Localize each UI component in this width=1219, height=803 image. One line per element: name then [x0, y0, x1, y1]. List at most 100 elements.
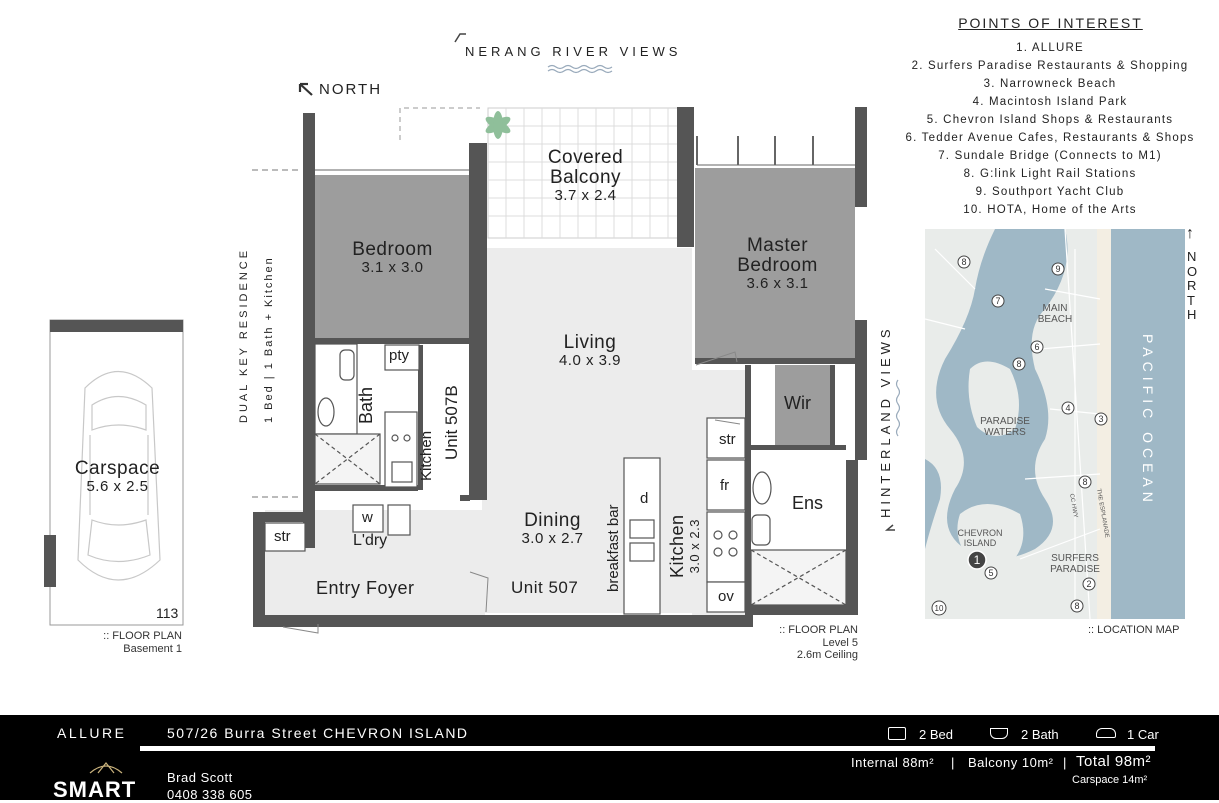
oven-label: ov: [718, 588, 734, 605]
dining-dim: 3.0 x 2.7: [521, 529, 584, 547]
map-marker: 2: [1086, 579, 1091, 589]
unit507-label: Unit 507: [511, 578, 579, 597]
map-marker: 4: [1065, 403, 1070, 413]
poi-list: 1. ALLURE 2. Surfers Paradise Restaurant…: [900, 39, 1200, 219]
bath-icon: [990, 728, 1008, 739]
map-marker: 6: [1034, 342, 1039, 352]
carspace-name: Carspace: [74, 458, 161, 479]
poi-item: 1. ALLURE: [1016, 42, 1084, 54]
north-arrow-icon: [298, 82, 313, 96]
footer-internal: Internal 88m²: [851, 755, 935, 770]
nerang-river-views: NERANG RIVER VIEWS: [465, 44, 682, 59]
map-marker: 3: [1098, 414, 1103, 424]
plant-icon: [485, 111, 511, 139]
poi-title: POINTS OF INTEREST: [958, 15, 1143, 31]
footer-cars: 1 Car: [1127, 727, 1159, 742]
map-marker: 9: [1055, 264, 1060, 274]
footer-carspace: Carspace 14m²: [1072, 774, 1148, 786]
map-label-ocean: PACIFIC OCEAN: [1140, 334, 1156, 507]
residence-detail: 1 Bed | 1 Bath + Kitchen: [263, 256, 275, 423]
kitchen-dim: 3.0 x 2.3: [686, 519, 702, 574]
footer-brand: ALLURE: [57, 725, 127, 741]
kitchen-name: Kitchen: [667, 514, 687, 578]
living-name: Living: [563, 332, 617, 353]
map-marker: 10: [935, 604, 944, 613]
footer-balcony: Balcony 10m²: [968, 755, 1054, 770]
washer-label: w: [362, 509, 373, 526]
bath-label: Bath: [356, 386, 376, 424]
map-marker: 8: [1082, 477, 1087, 487]
ens-label: Ens: [792, 493, 824, 513]
living-dim: 4.0 x 3.9: [558, 351, 622, 369]
bedroom-name: Bedroom: [352, 239, 433, 260]
entry-label: Entry Foyer: [316, 578, 415, 598]
footer-divider: [140, 746, 1155, 751]
footer-beds: 2 Bed: [919, 727, 953, 742]
dishwasher-label: d: [640, 490, 649, 507]
dining-name: Dining: [524, 510, 581, 531]
poi-item: 5. Chevron Island Shops & Restaurants: [926, 114, 1174, 126]
master-name: Master Bedroom: [737, 235, 818, 276]
logo-text: SMART: [53, 777, 137, 802]
pantry-label: pty: [389, 347, 410, 364]
storage-label-entry: str: [274, 528, 291, 545]
north-label: NORTH: [319, 81, 383, 98]
footer-address: 507/26 Burra Street CHEVRON ISLAND: [167, 725, 469, 741]
poi-item: 9. Southport Yacht Club: [975, 186, 1125, 198]
carspace-number: 113: [156, 605, 179, 621]
wir-label: Wir: [784, 393, 811, 413]
poi-item: 6. Tedder Avenue Cafes, Restaurants & Sh…: [905, 132, 1195, 144]
car-icon: [77, 370, 161, 581]
floorplan-caption: :: FLOOR PLAN Level 5 2.6m Ceiling: [779, 624, 858, 662]
footer-baths: 2 Bath: [1021, 727, 1059, 742]
walls: [253, 107, 867, 627]
fridge-label: fr: [720, 477, 730, 494]
balcony-name: Covered Balcony: [547, 147, 624, 188]
floor-plan: [44, 33, 900, 634]
wave-icon: [547, 64, 613, 74]
wir-floor: [775, 365, 832, 447]
poi-item: 8. G:link Light Rail Stations: [963, 168, 1137, 180]
logo-icon: [88, 757, 124, 779]
poi-item: 3. Narrowneck Beach: [983, 78, 1117, 90]
map-north-label: NORTH: [1187, 249, 1198, 322]
map-marker: 8: [1074, 601, 1079, 611]
map-marker: 1: [974, 553, 981, 567]
agent-phone[interactable]: 0408 338 605: [167, 787, 253, 802]
basement-caption: :: FLOOR PLAN Basement 1: [103, 630, 182, 655]
poi-item: 2. Surfers Paradise Restaurants & Shoppi…: [911, 60, 1189, 72]
footer-sep: |: [1063, 755, 1067, 770]
carspace: [44, 319, 184, 626]
residence-type: DUAL KEY RESIDENCE: [238, 247, 250, 423]
poi-item: 7. Sundale Bridge (Connects to M1): [938, 150, 1162, 162]
map-marker: 5: [988, 568, 993, 578]
hinterland-views: HINTERLAND VIEWS: [878, 325, 893, 518]
master-floor: [695, 168, 855, 360]
footer: ALLURE 507/26 Burra Street CHEVRON ISLAN…: [0, 715, 1219, 802]
footer-sep: |: [951, 755, 955, 770]
agent-name: Brad Scott: [167, 770, 233, 785]
map-marker: 7: [995, 296, 1000, 306]
map-marker: 8: [1016, 359, 1021, 369]
map-north-arrow-icon: ↑: [1186, 225, 1194, 242]
breakfast-label: breakfast bar: [605, 504, 622, 592]
map-marker: 8: [961, 257, 966, 267]
footer-total: Total 98m²: [1076, 753, 1152, 770]
location-caption: :: LOCATION MAP: [1088, 624, 1180, 636]
laundry-label: L'dry: [353, 532, 388, 549]
kitchen-b-label: Kitchen: [418, 430, 435, 481]
bed-icon: [888, 727, 906, 740]
map-label-cchwy: CC HWY: [1068, 493, 1078, 518]
bedroom-dim: 3.1 x 3.0: [361, 258, 424, 276]
storage-label-kitchen: str: [719, 431, 736, 448]
unit507b-label: Unit 507B: [442, 385, 461, 460]
balcony-dim: 3.7 x 2.4: [554, 186, 617, 204]
car-small-icon: [1096, 728, 1116, 738]
poi-item: 4. Macintosh Island Park: [972, 96, 1128, 108]
